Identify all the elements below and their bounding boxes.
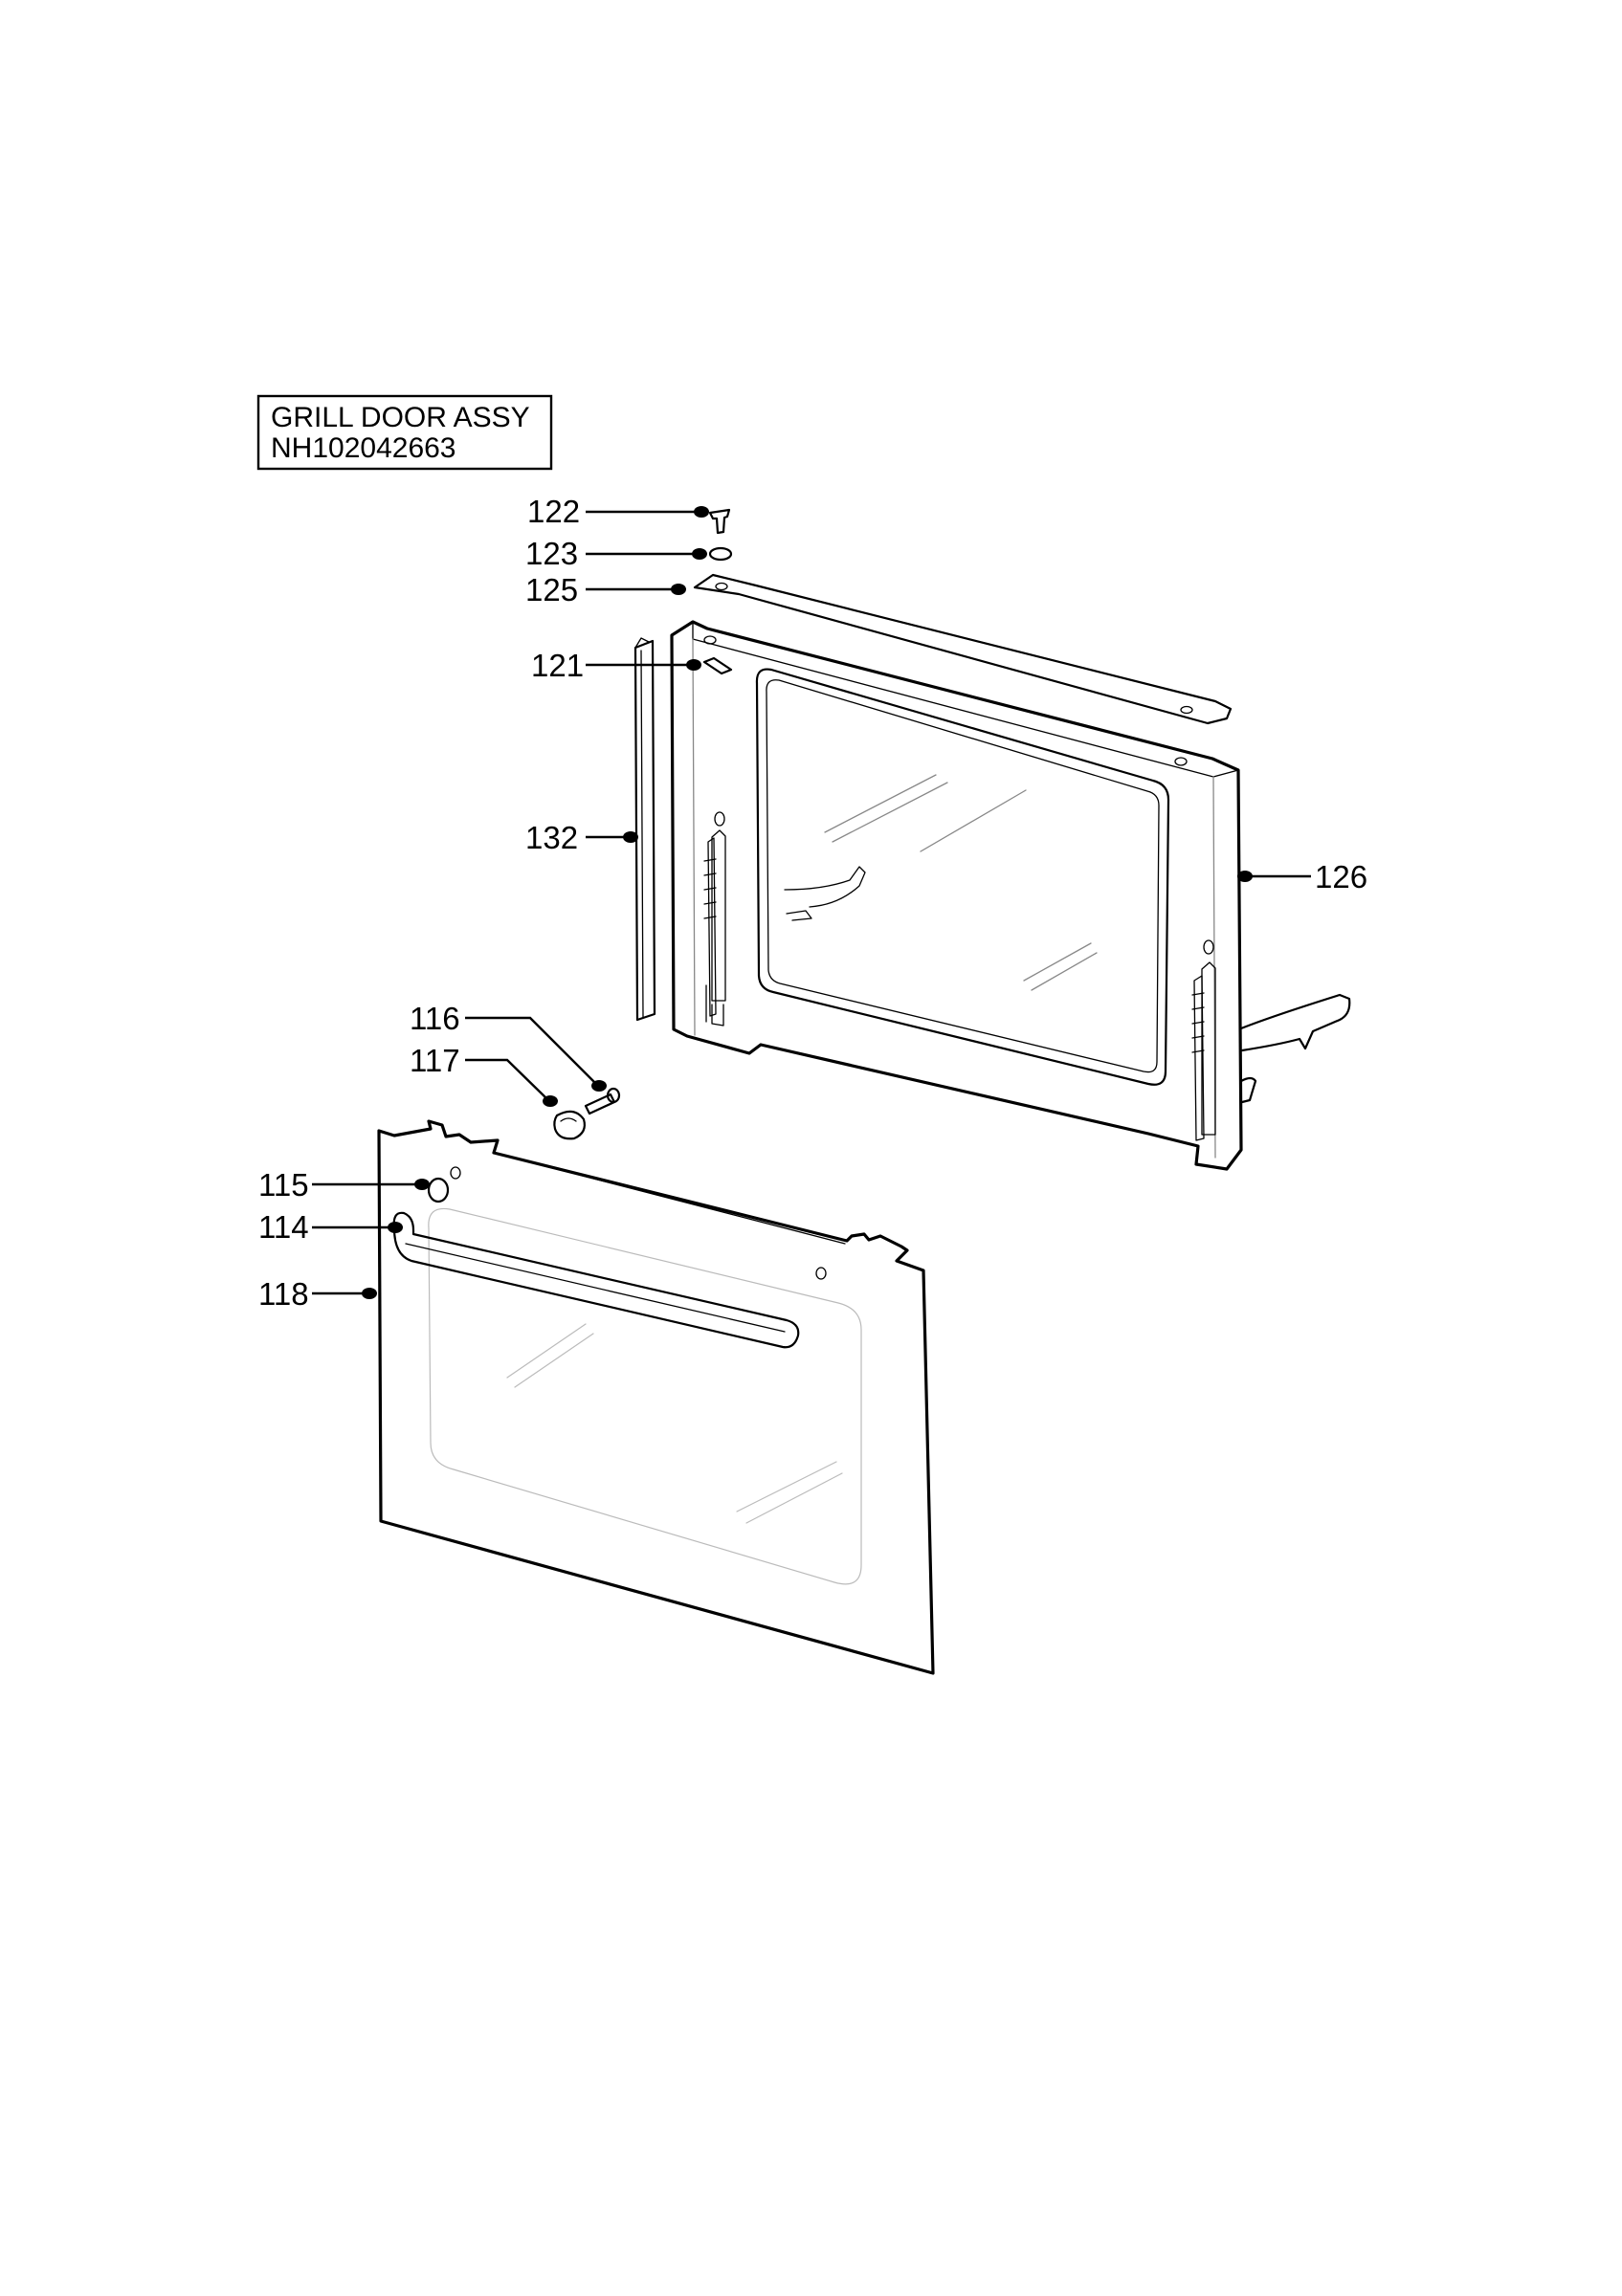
label-123: 123 xyxy=(525,536,578,571)
callout-118: 118 xyxy=(258,1276,377,1312)
callout-114: 114 xyxy=(258,1209,403,1245)
callout-123: 123 xyxy=(525,536,707,571)
title-line-1: GRILL DOOR ASSY xyxy=(271,402,530,433)
part-123-washer xyxy=(708,546,733,562)
label-115: 115 xyxy=(258,1167,309,1203)
label-122: 122 xyxy=(527,494,580,529)
callout-121: 121 xyxy=(531,648,733,683)
label-132: 132 xyxy=(525,820,578,855)
callout-115: 115 xyxy=(258,1167,430,1203)
label-118: 118 xyxy=(258,1276,309,1312)
part-122-screw xyxy=(708,508,731,535)
part-132-side-seal xyxy=(633,637,656,1022)
callout-122: 122 xyxy=(527,494,709,529)
label-114: 114 xyxy=(258,1209,309,1245)
part-115-cap xyxy=(427,1177,450,1203)
part-117-bushing xyxy=(553,1110,586,1140)
label-125: 125 xyxy=(525,572,578,607)
part-114-handle xyxy=(392,1211,800,1349)
label-116: 116 xyxy=(410,1001,460,1036)
label-121: 121 xyxy=(531,648,584,683)
part-126-inner-frame xyxy=(670,620,1351,1171)
label-117: 117 xyxy=(410,1043,460,1078)
label-126: 126 xyxy=(1315,859,1367,894)
callout-125: 125 xyxy=(525,572,686,607)
title-box: GRILL DOOR ASSY NH102042663 xyxy=(256,394,553,471)
part-118-outer-door xyxy=(377,1119,935,1675)
title-line-2: NH102042663 xyxy=(271,432,456,464)
callout-116: 116 xyxy=(410,1001,607,1092)
part-116-pin xyxy=(584,1087,621,1115)
callout-132: 132 xyxy=(525,820,638,855)
callout-126: 126 xyxy=(1237,859,1367,894)
part-125-top-trim xyxy=(693,573,1233,725)
callout-117: 117 xyxy=(410,1043,558,1107)
